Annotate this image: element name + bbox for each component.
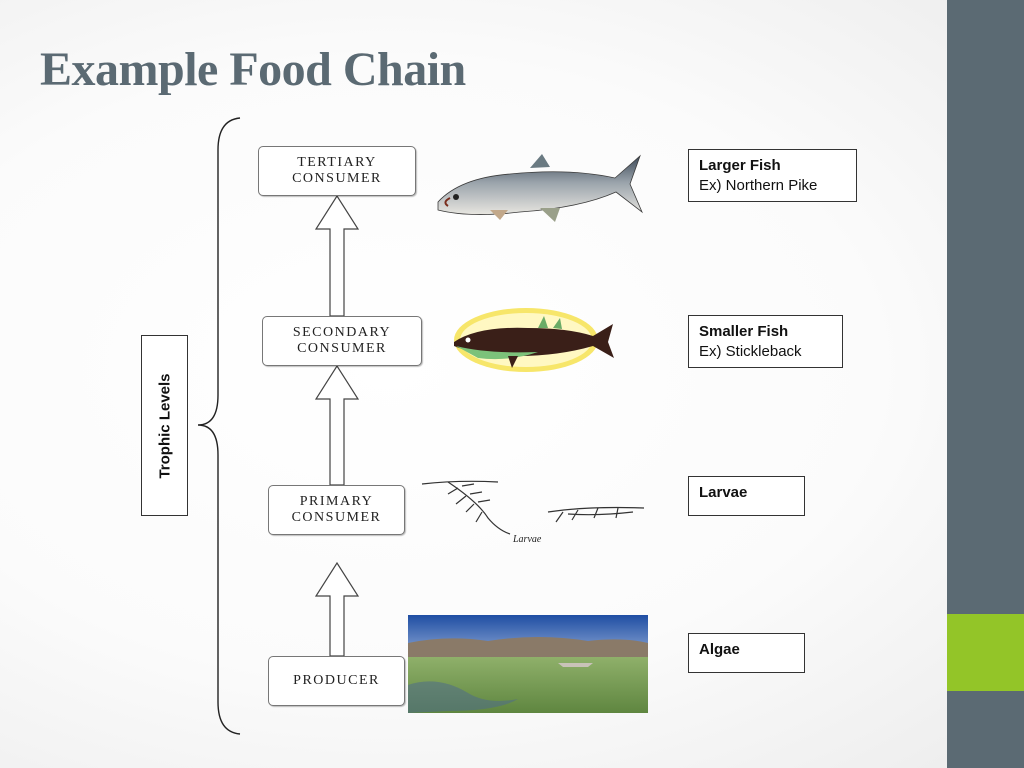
arrow-secondary-to-tertiary [314, 194, 360, 317]
example-title: Larvae [699, 484, 748, 501]
algae-lake-image [408, 615, 648, 713]
arrow-producer-to-primary [314, 561, 360, 657]
larvae-image: Larvae [421, 480, 645, 545]
level-line2: CONSUMER [297, 341, 387, 356]
level-box-producer: PRODUCER [268, 656, 405, 706]
example-box-smaller-fish: Smaller Fish Ex) Stickleback [688, 315, 843, 368]
level-line1: TERTIARY [297, 155, 377, 170]
trophic-levels-box: Trophic Levels [141, 335, 188, 516]
stickleback-image [454, 308, 614, 372]
slide-title: Example Food Chain [40, 43, 466, 96]
northern-pike-image [437, 154, 643, 222]
arrow-primary-to-secondary [314, 364, 360, 486]
level-line1: SECONDARY [292, 325, 392, 340]
level-line1: PRIMARY [299, 494, 374, 509]
example-title: Algae [699, 641, 740, 658]
larvae-caption: Larvae [512, 534, 542, 545]
example-title: Smaller Fish [699, 323, 789, 340]
trophic-levels-label: Trophic Levels [156, 372, 173, 479]
example-box-larger-fish: Larger Fish Ex) Northern Pike [688, 149, 857, 202]
example-detail: Ex) Northern Pike [699, 177, 818, 194]
level-line2: CONSUMER [291, 510, 382, 525]
example-detail: Ex) Stickleback [699, 343, 802, 360]
example-title: Larger Fish [699, 157, 781, 174]
example-box-larvae: Larvae [688, 476, 805, 516]
example-box-algae: Algae [688, 633, 805, 673]
right-accent-block [947, 614, 1024, 691]
level-line1: PRODUCER [293, 673, 380, 688]
curly-brace [197, 117, 241, 735]
level-line2: CONSUMER [292, 171, 382, 186]
